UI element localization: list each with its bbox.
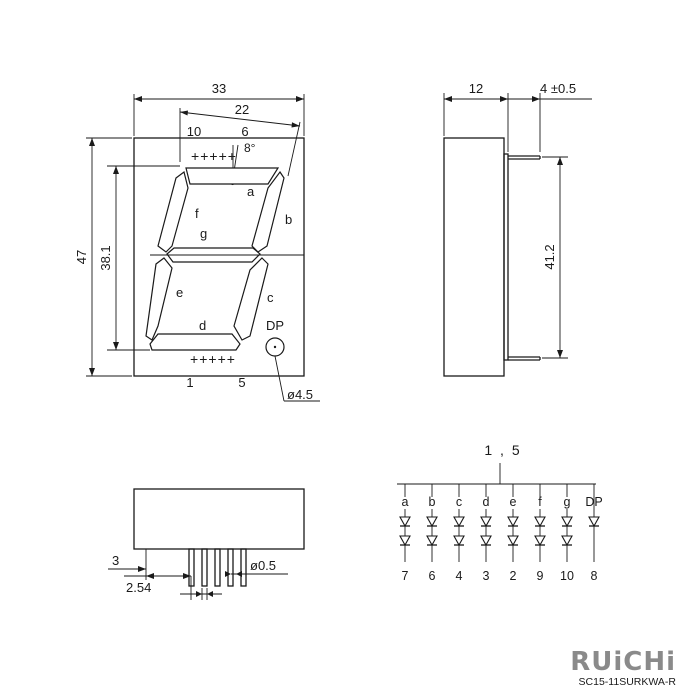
circuit-column: c4 — [453, 484, 465, 583]
circuit-pin-number: 2 — [510, 569, 517, 583]
branding: RUiCHi SC15-11SURKWA-R — [570, 647, 676, 688]
common-pin-label: 1 , 5 — [484, 442, 521, 458]
bottom-body — [133, 488, 305, 550]
diode-icon — [480, 535, 492, 547]
front-body — [133, 137, 305, 377]
circuit-pin-number: 3 — [483, 569, 490, 583]
diode-icon — [507, 535, 519, 547]
segment-a — [185, 167, 280, 185]
circuit-column: DP 8 — [585, 484, 603, 583]
segment-c — [233, 257, 269, 341]
circuit-segment-label: b — [429, 495, 436, 509]
circuit-pin-number: 9 — [537, 569, 544, 583]
side-depth-dim: 12 — [469, 81, 483, 96]
circuit-segment-label: e — [510, 495, 517, 509]
bottom-pitch-dim: 2.54 — [126, 580, 151, 595]
circuit-pin-number: 7 — [402, 569, 409, 583]
segment-c-label: c — [267, 290, 274, 305]
front-view: 33 22 10 6 +++++ 8° 47 38.1 — [74, 81, 320, 402]
side-pin-span-dim: 41.2 — [542, 244, 557, 269]
model-number: SC15-11SURKWA-R — [579, 676, 677, 688]
circuit-pin-number: 4 — [456, 569, 463, 583]
circuit-column: e2 — [507, 484, 519, 583]
diode-icon — [453, 516, 465, 528]
circuit-column: g 10 — [560, 484, 574, 583]
diode-icon — [534, 516, 546, 528]
front-height-dim: 47 — [74, 250, 89, 264]
bottom-view: 3 2.54 ø0.5 — [108, 488, 305, 600]
segment-e — [145, 257, 173, 341]
segment-g-label: g — [200, 226, 207, 241]
circuit-segment-label: c — [456, 495, 462, 509]
diode-icon — [507, 516, 519, 528]
bottom-offset-dim: 3 — [112, 553, 119, 568]
diode-icon — [453, 535, 465, 547]
circuit-column: f9 — [534, 484, 546, 583]
slant-angle-label: 8° — [244, 141, 256, 155]
diode-icon — [480, 516, 492, 528]
diode-icon — [561, 535, 573, 547]
circuit-pin-number: 6 — [429, 569, 436, 583]
circuit-pin-number: 10 — [560, 569, 574, 583]
segment-f — [157, 170, 189, 253]
segment-f-label: f — [195, 206, 199, 221]
segment-e-label: e — [176, 285, 183, 300]
segment-d-label: d — [199, 318, 206, 333]
circuit-segment-label: DP — [585, 495, 602, 509]
bottom-pins-marker: +++++ — [190, 351, 236, 367]
circuit-segment-label: g — [564, 495, 571, 509]
diode-icon — [426, 516, 438, 528]
circuit-segment-label: a — [402, 495, 409, 509]
bottom-pin-left-label: 1 — [186, 375, 193, 390]
circuit-column: d3 — [480, 484, 492, 583]
side-body — [443, 137, 505, 377]
circuit-column: b6 — [426, 484, 438, 583]
diode-icon — [561, 516, 573, 528]
top-pins-marker: +++++ — [191, 148, 237, 164]
diode-icon — [426, 535, 438, 547]
front-width-dim: 33 — [212, 81, 226, 96]
segment-d — [149, 333, 241, 351]
diode-icon — [399, 516, 411, 528]
diode-icon — [588, 516, 600, 528]
circuit-column: a7 — [399, 484, 411, 583]
segment-b-label: b — [285, 212, 292, 227]
side-pin-length-dim: 4 ±0.5 — [540, 81, 576, 96]
bottom-pin-right-label: 5 — [238, 375, 245, 390]
diode-icon — [534, 535, 546, 547]
digit-width-dim: 22 — [235, 102, 249, 117]
digit-height-dim: 38.1 — [98, 245, 113, 270]
top-pin-right-label: 6 — [241, 124, 248, 139]
circuit-pin-number: 8 — [591, 569, 598, 583]
circuit-segment-label: d — [483, 495, 490, 509]
brand-logo: RUiCHi — [570, 647, 676, 677]
dp-diameter-dim: ø4.5 — [287, 387, 313, 402]
circuit-segment-label: f — [538, 495, 542, 509]
diode-icon — [399, 535, 411, 547]
bottom-pin-diameter-dim: ø0.5 — [250, 558, 276, 573]
top-pin-left-label: 10 — [187, 124, 201, 139]
dp-label: DP — [266, 318, 284, 333]
segment-a-label: a — [247, 184, 255, 199]
side-view: 12 4 ±0.5 41.2 — [443, 81, 592, 377]
